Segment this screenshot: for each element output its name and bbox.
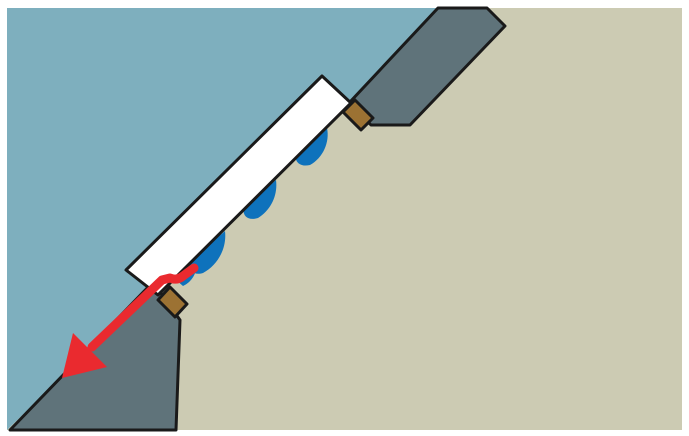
water-droplets <box>176 128 328 286</box>
drainage-path <box>87 263 199 352</box>
upper-spacer <box>341 98 375 132</box>
arrow-icon <box>62 333 107 378</box>
droplet-icon <box>243 180 277 219</box>
droplet-icon <box>295 128 328 166</box>
droplet-icon <box>189 231 226 274</box>
lower-spacer <box>156 285 189 319</box>
